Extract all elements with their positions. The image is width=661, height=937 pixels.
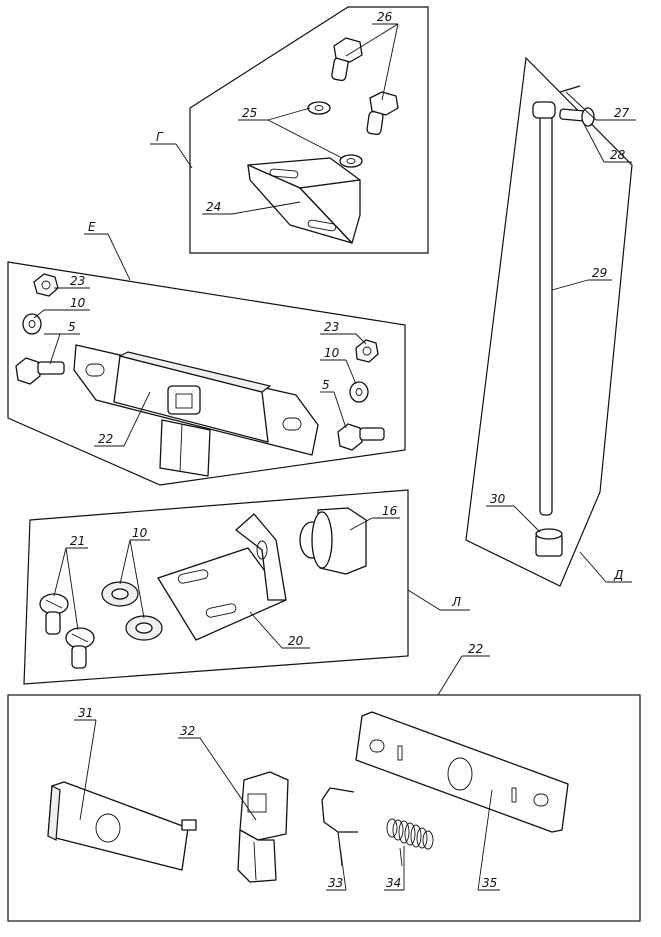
part-32-square-drive (237, 771, 289, 883)
part-30-bushing (535, 528, 563, 557)
part-26-bolts (331, 37, 399, 135)
callout-33: 33 (328, 876, 343, 890)
callout-10-grommets: 10 (132, 526, 148, 540)
callout-10-left: 10 (70, 296, 86, 310)
group-label-d: Д (613, 568, 623, 582)
callout-20: 20 (288, 634, 304, 648)
washer-10-right (349, 381, 369, 403)
part-33-clip (321, 787, 358, 867)
part-29-rod (532, 101, 556, 516)
bolt-5-right (337, 423, 385, 451)
callout-26: 26 (377, 10, 393, 24)
panel-22: 22 (7, 642, 641, 922)
part-21-screws (39, 593, 95, 669)
group-label-l: Л (451, 595, 461, 609)
callout-25: 25 (242, 106, 257, 120)
callout-10-right: 10 (324, 346, 340, 360)
callout-23-left: 23 (70, 274, 85, 288)
callout-21: 21 (70, 534, 85, 548)
callout-28: 28 (610, 148, 626, 162)
part-24-bracket (247, 157, 361, 244)
part-35-plate (355, 711, 569, 833)
callout-22-assembly: 22 (98, 432, 113, 446)
washer-10-left (22, 313, 42, 335)
part-28-clevis-pin (559, 107, 595, 127)
nut-23-right (355, 339, 379, 363)
panel-22-border (7, 694, 641, 922)
panel-d-border (465, 56, 633, 587)
nut-23-left (33, 273, 59, 297)
panel-g: 26 25 24 Г (150, 6, 429, 254)
part-16-buffer (299, 507, 367, 575)
callout-5-right: 5 (322, 378, 330, 392)
panel-l: 21 10 16 20 Л (23, 489, 470, 685)
callout-30: 30 (490, 492, 506, 506)
callout-29: 29 (592, 266, 607, 280)
bolt-5-left (15, 357, 65, 385)
callout-27: 27 (614, 106, 630, 120)
group-label-22: 22 (468, 642, 483, 656)
panel-e: Е (7, 220, 406, 486)
part-10-grommets (101, 581, 163, 641)
panel-l-border (23, 489, 409, 685)
part-22-assembly (73, 344, 319, 477)
panel-e-border (7, 261, 406, 486)
panel-g-border (189, 6, 429, 254)
callout-34: 34 (386, 876, 401, 890)
callout-23-right: 23 (324, 320, 339, 334)
callout-32: 32 (180, 724, 195, 738)
callout-24: 24 (206, 200, 221, 214)
callout-31: 31 (78, 706, 93, 720)
group-label-e: Е (88, 220, 96, 234)
part-34-spring (386, 818, 434, 867)
part-31-cover (47, 781, 197, 871)
callout-16: 16 (382, 504, 398, 518)
group-label-g: Г (156, 130, 164, 144)
part-25-washers (307, 101, 363, 168)
callout-5-left: 5 (68, 320, 76, 334)
callout-35: 35 (482, 876, 497, 890)
panel-d: 27 28 29 30 Д (465, 56, 636, 587)
part-20-bracket (157, 513, 287, 641)
part-27-pin (559, 85, 581, 93)
